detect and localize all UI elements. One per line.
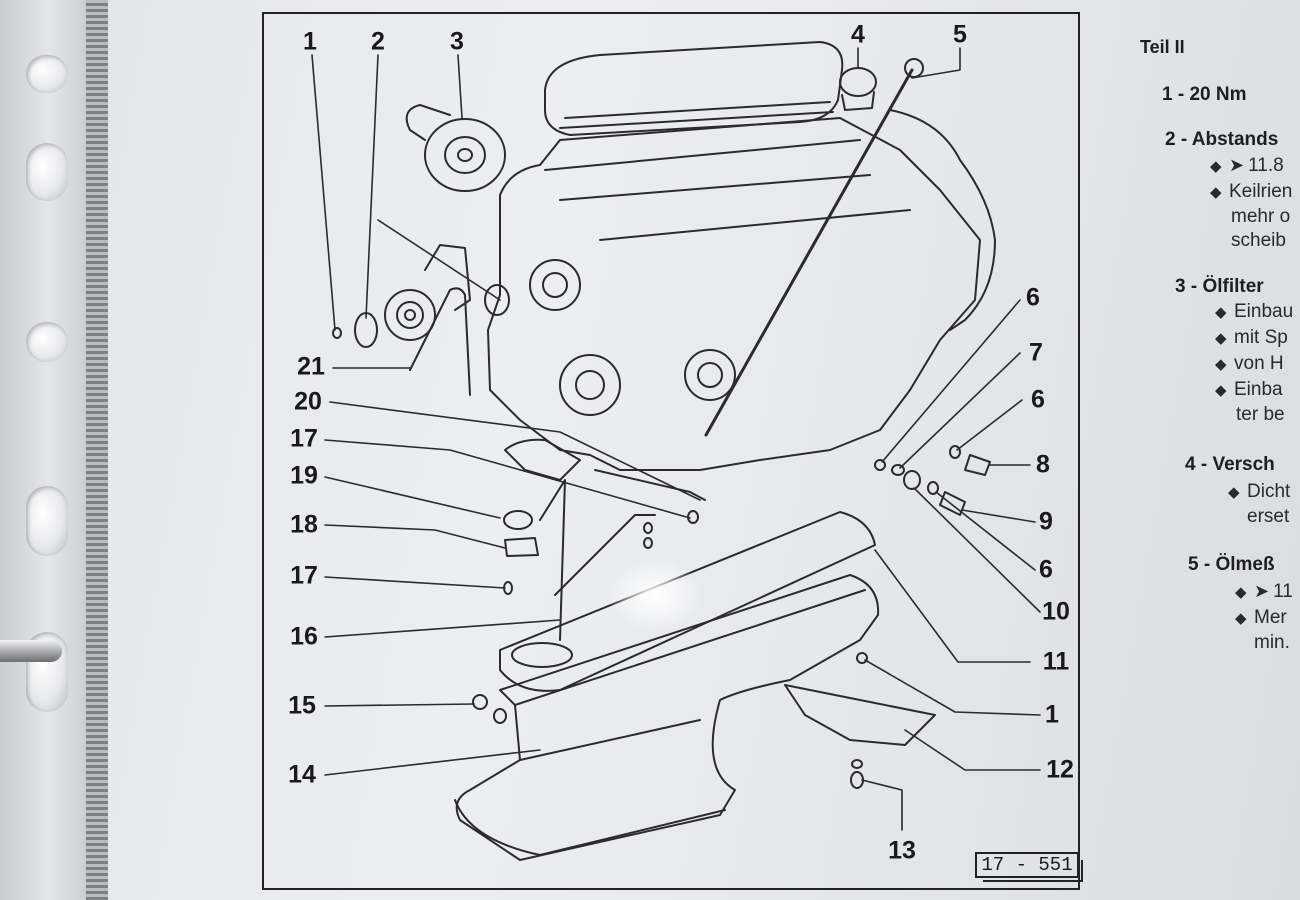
bullet-diamond-icon: ◆: [1235, 610, 1247, 627]
legend-item-3-line: ◆ Einbau: [1215, 302, 1293, 321]
callout-17: 17: [290, 561, 318, 590]
legend-item-5-line: min.: [1254, 632, 1290, 653]
legend-item-4-line: ◆ Dicht: [1228, 482, 1290, 501]
legend-text: Einba: [1234, 379, 1283, 400]
callout-7: 7: [1029, 338, 1043, 367]
pulley: [529, 259, 581, 311]
legend-item-2-line: mehr o: [1231, 206, 1291, 227]
oil-filter-drawing: [405, 104, 506, 192]
glare: [610, 560, 700, 630]
callout-2: 2: [371, 27, 385, 56]
bullet-diamond-icon: ◆: [1210, 158, 1222, 175]
callout-14: 14: [288, 760, 316, 789]
legend-text: 11: [1273, 581, 1293, 602]
pulley: [384, 289, 436, 341]
callout-15: 15: [288, 691, 316, 720]
callout-4: 4: [851, 20, 865, 49]
callout-8: 8: [1036, 450, 1050, 479]
legend-item-3-line: ◆ Einba: [1215, 380, 1283, 399]
dipstick: [704, 68, 914, 437]
legend-item-5-line: ◆ Mer: [1235, 608, 1287, 627]
binder-spine: [86, 0, 108, 900]
legend-item-2-line: scheib: [1231, 230, 1286, 251]
bullet-diamond-icon: ◆: [1215, 382, 1227, 399]
callout-13: 13: [888, 836, 916, 865]
callout-10: 10: [1042, 597, 1070, 626]
bullet-diamond-icon: ◆: [1215, 330, 1227, 347]
callout-6: 6: [1031, 385, 1045, 414]
callout-6: 6: [1026, 283, 1040, 312]
callout-19: 19: [290, 461, 318, 490]
callout-21: 21: [297, 352, 325, 381]
legend-item-2-line: ◆ ➤11.8: [1210, 156, 1284, 175]
figure-frame: [262, 12, 1080, 890]
reference-arrow-icon: ➤: [1254, 581, 1270, 601]
punch-hole: [26, 55, 68, 93]
legend-item-5-line: ◆ ➤11: [1235, 582, 1293, 601]
timing-cover: [889, 109, 996, 331]
bullet-diamond-icon: ◆: [1235, 584, 1247, 601]
callout-5: 5: [953, 20, 967, 49]
pulley: [684, 349, 736, 401]
v-belt: [409, 287, 471, 396]
figure-number-box: 17 - 551: [975, 852, 1083, 882]
callout-6: 6: [1039, 555, 1053, 584]
reference-arrow-icon: ➤: [1229, 155, 1245, 175]
legend-item-3-line: ter be: [1236, 404, 1285, 425]
legend-text: Einbau: [1234, 301, 1294, 322]
callout-18: 18: [290, 510, 318, 539]
callout-1: 1: [1045, 700, 1059, 729]
legend-text: 11.8: [1248, 155, 1284, 176]
legend-text: Keilrien: [1229, 181, 1293, 202]
punch-hole: [26, 486, 68, 556]
legend-heading: Teil II: [1140, 37, 1185, 57]
legend-item-2-title: 2 - Abstands: [1165, 129, 1279, 150]
legend-item-3-line: ◆ mit Sp: [1215, 328, 1288, 347]
punch-hole: [26, 322, 68, 362]
legend-item-5-title: 5 - Ölmeß: [1188, 554, 1275, 575]
legend-item-3-line: ◆ von H: [1215, 354, 1284, 373]
bullet-diamond-icon: ◆: [1215, 304, 1227, 321]
callout-12: 12: [1046, 755, 1074, 784]
bullet-diamond-icon: ◆: [1215, 356, 1227, 373]
callout-20: 20: [294, 387, 322, 416]
legend-text: mit Sp: [1234, 327, 1288, 348]
engine-block: [487, 117, 981, 471]
legend-text: von H: [1234, 353, 1284, 374]
callout-11: 11: [1042, 647, 1070, 676]
legend-text: Dicht: [1247, 481, 1291, 502]
callout-3: 3: [450, 27, 464, 56]
binder-ring: [0, 640, 62, 662]
legend-item-4-line: erset: [1247, 506, 1290, 527]
callout-9: 9: [1039, 507, 1053, 536]
callout-17: 17: [290, 424, 318, 453]
legend-item-3-title: 3 - Ölfilter: [1175, 276, 1264, 297]
legend-item-1: 1 - 20 Nm: [1162, 84, 1247, 105]
manual-page: [108, 0, 1300, 900]
legend-item-2-line: ◆ Keilrien: [1210, 182, 1292, 201]
bullet-diamond-icon: ◆: [1228, 484, 1240, 501]
engine-bracket: [784, 684, 936, 746]
bullet-diamond-icon: ◆: [1210, 184, 1222, 201]
callout-16: 16: [290, 622, 318, 651]
legend-item-4-title: 4 - Versch: [1185, 454, 1275, 475]
pulley: [559, 354, 621, 416]
binder-strip: [0, 0, 108, 900]
legend-text: Mer: [1254, 607, 1287, 628]
punch-hole: [26, 143, 68, 201]
callout-1: 1: [303, 27, 317, 56]
